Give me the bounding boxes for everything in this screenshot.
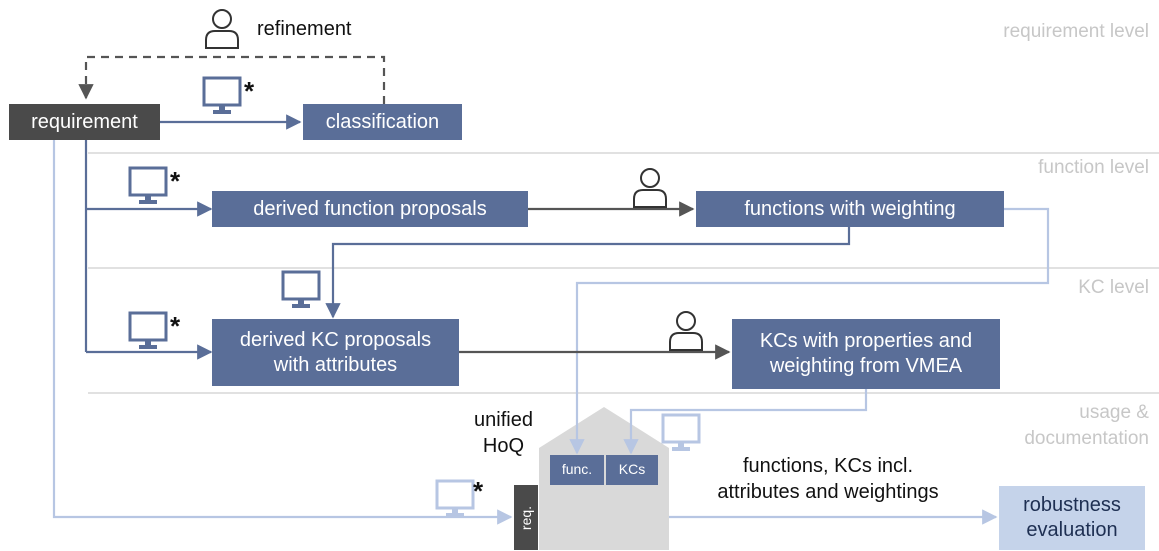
arrow-kcs-to-hoq [623,389,868,455]
person-icon [633,168,667,208]
node-requirement: requirement [9,104,160,140]
hoq-title-line1: unified [474,409,533,431]
node-functions-with-weighting: functions with weighting [696,191,1004,227]
refinement-label: refinement [257,18,352,40]
level-label-requirement: requirement level [1003,21,1149,42]
node-derived-function-proposals: derived function proposals [212,191,528,227]
level-label-documentation: documentation [1024,428,1149,449]
level-label-function: function level [1038,157,1149,178]
computer-icon [128,166,168,206]
node-derived-kc-proposals: derived KC proposals with attributes [212,319,459,386]
hoq-output-line2: attributes and weightings [717,480,939,503]
hoq-output-line1: functions, KCs incl. [742,455,914,477]
node-robustness-line1: robustness [1023,494,1121,516]
computer-icon [281,270,321,310]
computer-icon [128,311,168,351]
person-icon [669,311,703,351]
hoq-kcs-cell: KCs [606,455,658,485]
automation-asterisk: * [473,476,484,506]
node-kcs-properties-line1: KCs with properties and [759,330,973,352]
node-derived-kc-line2: with attributes [273,353,398,376]
arrow-requirement-hoq [52,140,513,525]
hoq-func-cell: func. [550,455,604,485]
node-kcs-properties-line2: weighting from VMEA [769,355,963,377]
automation-asterisk: * [170,166,181,196]
arrow-functions-to-hoq [569,207,1050,455]
level-label-usage: usage & [1079,402,1149,423]
node-robustness-line2: evaluation [1026,519,1118,541]
hoq-req-label: req. [518,505,534,530]
level-label-kc: KC level [1078,277,1149,298]
automation-asterisk: * [244,76,255,106]
computer-icon [661,413,701,453]
node-kcs-with-properties: KCs with properties and weighting from V… [732,319,1000,389]
hoq-title-line2: HoQ [482,434,525,457]
computer-icon [435,479,475,519]
computer-icon [202,76,242,116]
hoq-req-cell: req. [514,485,538,550]
hoq-title: unified HoQ [474,408,533,459]
person-icon [205,9,239,49]
node-robustness-evaluation: robustness evaluation [999,486,1145,550]
level-separators [88,152,1159,394]
node-classification: classification [303,104,462,140]
arrow-functions-to-kc [325,227,851,319]
refinement-arrow [78,55,386,104]
automation-asterisk: * [170,311,181,341]
hoq-output-label: functions, KCs incl. attributes and weig… [683,454,973,505]
node-derived-kc-line1: derived KC proposals [239,328,432,351]
